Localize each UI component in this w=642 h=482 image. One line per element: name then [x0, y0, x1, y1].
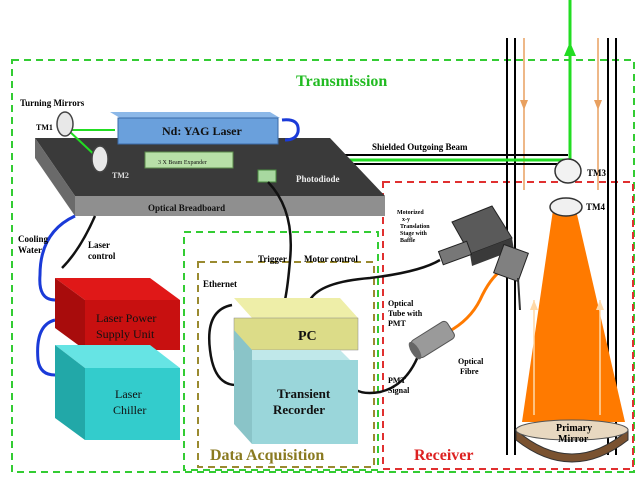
laser-control-label: control — [88, 251, 116, 261]
transient-recorder-label: Recorder — [273, 402, 325, 417]
power-supply-label: Supply Unit — [96, 327, 155, 341]
primary-mirror — [515, 428, 629, 463]
cooling-hose — [281, 118, 300, 142]
cooling-water-label: Cooling — [18, 234, 49, 244]
transient-recorder — [252, 360, 358, 444]
stage-label: x-y — [402, 217, 410, 223]
optical-fibre — [447, 268, 503, 334]
transmission-label: Transmission — [296, 73, 387, 90]
cone-arrow — [596, 300, 604, 310]
tm4-mirror — [549, 197, 583, 217]
tm4-label: TM4 — [586, 202, 605, 212]
tm1-mirror — [56, 111, 74, 137]
transmission-region — [11, 59, 635, 473]
nd-yag-laser-top — [110, 112, 280, 118]
laser-chiller — [85, 368, 180, 440]
motor-control-cable — [308, 258, 441, 301]
primary-mirror-label: Mirror — [558, 434, 589, 445]
pmt-signal-label: Signal — [388, 386, 410, 395]
power-supply-side — [55, 278, 85, 350]
optical-fibre-label: Optical — [458, 357, 484, 366]
optical-fibre-label: Fibre — [460, 367, 479, 376]
primary-mirror-surface — [515, 419, 629, 441]
optical-breadboard-side — [35, 138, 75, 216]
tm3-mirror — [554, 158, 582, 184]
data-acquisition-region — [183, 231, 379, 471]
chiller-top — [55, 345, 180, 368]
return-arrow — [594, 100, 602, 110]
optical-breadboard-front — [75, 196, 385, 216]
cooling-hose — [36, 318, 56, 377]
beam-arrow-up — [564, 42, 576, 56]
power-supply-top — [55, 278, 180, 300]
transient-recorder-label: Transient — [277, 386, 331, 401]
stage-label: Baffle — [400, 238, 416, 244]
receiver-label: Receiver — [414, 447, 474, 464]
photodiode — [257, 169, 277, 183]
cooling-water-label: Water — [18, 245, 42, 255]
translation-stage — [437, 205, 529, 311]
optical-tube-label: PMT — [388, 319, 406, 328]
nd-yag-laser-label: Nd: YAG Laser — [162, 124, 242, 138]
chiller-label: Laser — [115, 387, 142, 401]
return-arrow — [520, 100, 528, 110]
pc — [233, 317, 359, 351]
power-supply-label: Laser Power — [96, 311, 156, 325]
chiller-label: Chiller — [113, 403, 146, 417]
trigger-label: Trigger — [258, 254, 287, 264]
primary-mirror-label: Primary — [556, 423, 592, 434]
stage-label: Translation — [400, 224, 430, 230]
chiller-side — [55, 345, 85, 440]
transient-recorder-side — [234, 330, 252, 444]
laser-control-label: Laser — [88, 240, 110, 250]
pc-top — [234, 298, 358, 318]
shielded-beam-label: Shielded Outgoing Beam — [372, 142, 468, 152]
beam-expander — [144, 151, 234, 169]
optical-tube-label: Optical — [388, 299, 414, 308]
tm1-label: TM1 — [36, 123, 53, 132]
tm2-label: TM2 — [112, 171, 129, 180]
receiver-light-cone — [522, 210, 625, 422]
data-acquisition-label: Data Acquisition — [210, 447, 324, 464]
cone-arrow — [530, 300, 538, 310]
ethernet-label: Ethernet — [203, 279, 237, 289]
trigger-cable — [267, 181, 292, 301]
nd-yag-laser — [117, 117, 279, 145]
photodiode-label: Photodiode — [296, 174, 340, 184]
data-acquisition-inner-region — [197, 261, 375, 468]
ethernet-cable — [208, 303, 237, 387]
optical-tube-pmt — [408, 320, 455, 360]
power-supply — [85, 300, 180, 350]
optical-breadboard-label: Optical Breadboard — [148, 203, 225, 213]
pc-label: PC — [298, 329, 317, 344]
motor-control-label: Motor control — [304, 254, 358, 264]
cooling-hose — [38, 214, 76, 302]
laser-control-cable — [61, 215, 97, 269]
turning-mirrors-label: Turning Mirrors — [20, 98, 85, 108]
tm3-label: TM3 — [587, 168, 606, 178]
stage-label: Motorized — [397, 210, 424, 216]
stage-label: Stage with — [400, 231, 427, 237]
optical-tube-label: Tube with — [388, 309, 423, 318]
tm2-mirror — [91, 145, 109, 173]
pmt-signal-label: PMT — [388, 376, 406, 385]
beam-expander-label: 3 X Beam Expander — [158, 160, 207, 166]
